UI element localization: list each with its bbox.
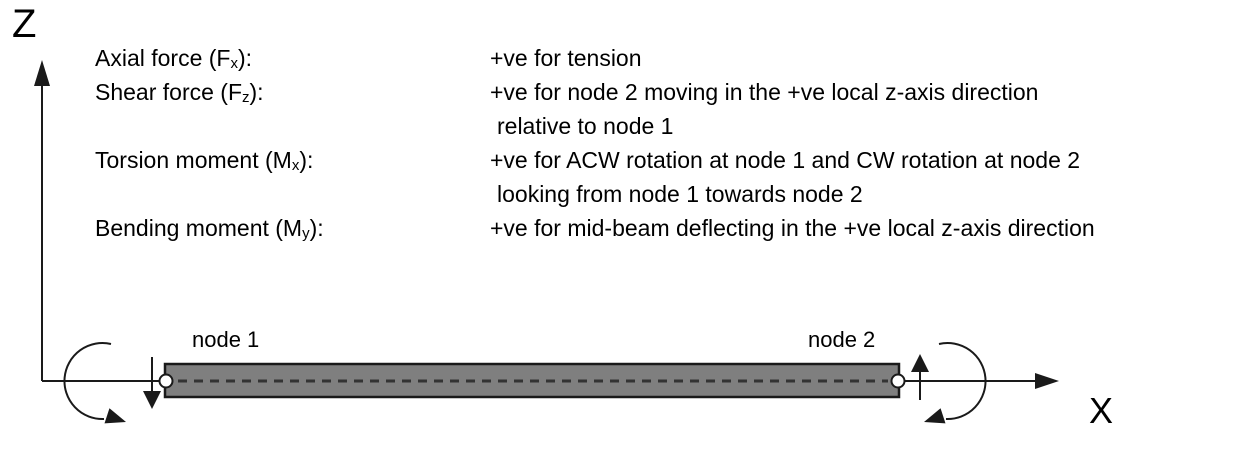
legend-row-bending-moment: Bending moment (My): +ve for mid-beam def… xyxy=(95,211,1095,245)
rotation-arrowhead-icon xyxy=(924,408,946,424)
node1-shear-arrow-down xyxy=(143,357,161,409)
x-axis-arrowhead-icon xyxy=(1035,373,1059,389)
legend-definition: +ve for tension xyxy=(490,45,642,71)
legend-definition: +ve for node 2 moving in the +ve local z… xyxy=(490,79,1039,105)
legend-row-torsion-moment-cont: looking from node 1 towards node 2 xyxy=(95,177,1095,211)
node1-marker xyxy=(158,373,174,389)
rotation-arrowhead-icon xyxy=(104,408,126,424)
legend-definition: relative to node 1 xyxy=(497,113,674,139)
z-axis-label: Z xyxy=(12,2,37,46)
legend-term: Bending moment (My): xyxy=(95,215,324,242)
legend-row-axial-force: Axial force (Fx): +ve for tension xyxy=(95,41,1095,75)
z-axis-arrow xyxy=(34,60,50,381)
down-arrowhead-icon xyxy=(143,391,161,409)
sign-convention-legend: Axial force (Fx): +ve for tension Shear f… xyxy=(95,41,1095,245)
up-arrowhead-icon xyxy=(911,354,929,372)
node2-shear-arrow-up xyxy=(911,354,929,400)
z-axis-arrowhead-icon xyxy=(34,60,50,86)
legend-row-shear-force: Shear force (Fz): +ve for node 2 moving i… xyxy=(95,75,1095,109)
legend-term: Torsion moment (Mx): xyxy=(95,147,314,174)
legend-row-shear-force-cont: relative to node 1 xyxy=(95,109,1095,143)
node1-label: node 1 xyxy=(192,327,260,352)
legend-row-torsion-moment: Torsion moment (Mx): +ve for ACW rotation… xyxy=(95,143,1095,177)
node2-marker xyxy=(890,373,906,389)
legend-definition: +ve for mid-beam deflecting in the +ve l… xyxy=(490,215,1095,241)
node2-label: node 2 xyxy=(808,327,876,352)
node1-rotation-arrow xyxy=(63,342,126,424)
legend-term: Shear force (Fz): xyxy=(95,79,264,106)
x-axis-label: X xyxy=(1089,390,1114,431)
legend-definition: +ve for ACW rotation at node 1 and CW ro… xyxy=(490,147,1081,173)
legend-definition: looking from node 1 towards node 2 xyxy=(497,181,863,207)
node2-rotation-arrow xyxy=(924,342,987,424)
legend-term: Axial force (Fx): xyxy=(95,45,253,72)
